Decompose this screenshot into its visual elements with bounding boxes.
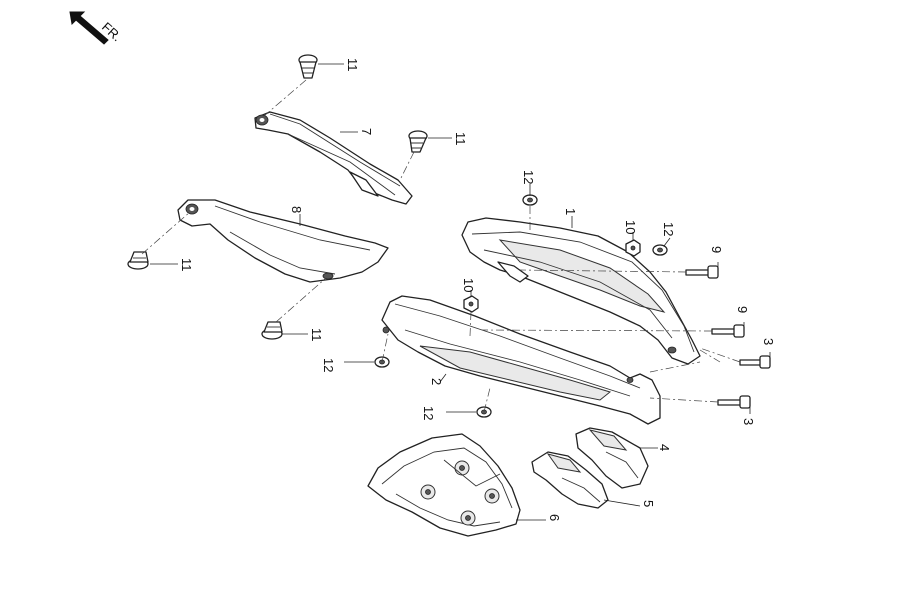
callout-8: 8 [289, 206, 304, 213]
callout-10: 10 [461, 278, 476, 292]
part-8-side-guard [177, 199, 389, 283]
assembly-center-lines [141, 79, 741, 413]
callout-7: 7 [359, 128, 374, 135]
part-1-handguard-upper [461, 217, 701, 365]
callout-11: 11 [179, 258, 194, 272]
grommet-12-b [652, 244, 668, 256]
grommet-12-a [522, 194, 538, 206]
callout-4: 4 [657, 444, 672, 451]
callout-1: 1 [563, 208, 578, 215]
bolt-9-a [685, 265, 719, 279]
part-5-switch-cap [531, 451, 609, 509]
callout-2: 2 [429, 378, 444, 385]
callout-6: 6 [547, 514, 562, 521]
screw-11-c [127, 251, 149, 270]
screw-11-a [298, 54, 318, 79]
callout-11: 11 [345, 58, 360, 72]
leader-lines [150, 63, 771, 521]
callout-9: 9 [735, 306, 750, 313]
callout-12: 12 [521, 170, 536, 184]
callout-12: 12 [321, 358, 336, 372]
part-6-switch-housing [367, 433, 521, 537]
callout-10: 10 [623, 220, 638, 234]
bolt-3-b [717, 395, 751, 409]
arrow-icon [69, 11, 109, 45]
screw-11-d [261, 321, 283, 340]
callout-5: 5 [641, 500, 656, 507]
callout-3: 3 [741, 418, 756, 425]
callout-9: 9 [709, 246, 724, 253]
part-2-handguard-lower [381, 295, 661, 425]
callout-3: 3 [761, 338, 776, 345]
nut-10-b [463, 295, 479, 313]
nut-10-a [625, 239, 641, 257]
callout-11: 11 [309, 328, 324, 342]
part-7-bracket [254, 111, 413, 205]
callout-11: 11 [453, 132, 468, 146]
bolt-9-b [711, 324, 745, 338]
callout-labels: 11 7 11 8 11 11 12 1 10 12 9 10 9 3 12 2… [179, 58, 776, 521]
screw-11-b [408, 130, 428, 153]
front-direction-arrow: FR. [69, 11, 125, 45]
callout-12: 12 [421, 406, 436, 420]
callout-12: 12 [661, 222, 676, 236]
part-4-switch-cap [575, 427, 649, 489]
bolt-3-a [739, 355, 771, 369]
